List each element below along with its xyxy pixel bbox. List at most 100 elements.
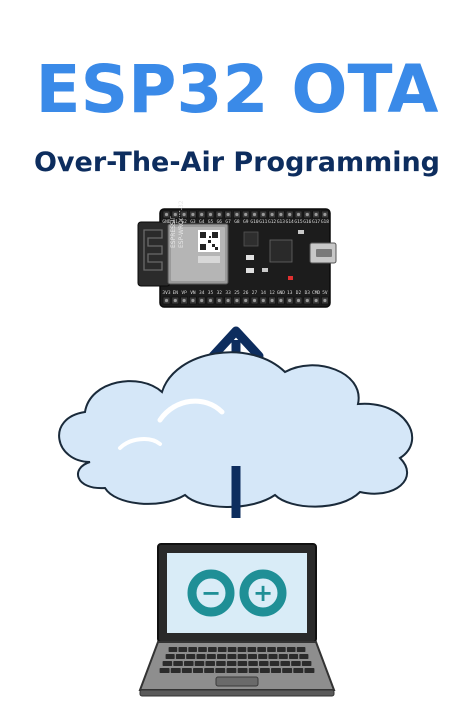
page-title: ESP32 OTA <box>35 51 439 128</box>
keyboard-key <box>301 661 312 666</box>
top-pin-label: G15 <box>294 219 302 225</box>
keyboard-key <box>259 668 270 673</box>
keyboard-key <box>193 668 203 673</box>
micro-usb-opening <box>316 249 332 257</box>
bottom-pin-hole <box>323 298 327 303</box>
bottom-pin-hole <box>305 298 309 303</box>
top-pin-hole <box>173 212 177 217</box>
bottom-pin-label: EN <box>173 290 179 296</box>
keyboard-key <box>186 654 196 659</box>
top-pin-label: G13 <box>277 219 285 225</box>
bottom-pin-hole <box>191 298 195 303</box>
keyboard-key <box>173 661 183 666</box>
keyboard-key <box>198 647 207 652</box>
arduino-plus-glyph: + <box>253 579 273 607</box>
keyboard-key <box>170 668 181 673</box>
bottom-pin-label: D3 <box>305 290 311 296</box>
bottom-pin-hole <box>252 298 257 303</box>
top-pin-label: G9 <box>243 219 249 225</box>
power-led <box>288 276 293 280</box>
keyboard-key <box>162 661 173 666</box>
keyboard-key <box>268 654 278 659</box>
top-pin-hole <box>164 212 169 217</box>
bottom-pin-hole <box>244 298 248 303</box>
top-pin-hole <box>200 212 204 217</box>
keyboard-key <box>269 661 280 666</box>
bottom-pin-hole <box>235 298 239 303</box>
top-pin-label: G5 <box>208 219 214 225</box>
keyboard-key <box>280 661 290 666</box>
usb-uart-chip <box>269 239 293 263</box>
keyboard-key <box>291 661 301 666</box>
keyboard-key <box>257 647 266 652</box>
top-pin-label: G18 <box>321 219 329 225</box>
top-pin-hole <box>244 212 248 217</box>
arduino-logo-icon: − + <box>187 569 287 617</box>
keyboard-key <box>226 661 237 666</box>
keyboard-key <box>299 654 309 659</box>
bottom-pin-hole <box>314 298 318 303</box>
keyboard-key <box>217 654 227 659</box>
bottom-pin-label: 13 <box>287 290 293 296</box>
keyboard-key <box>178 647 188 652</box>
top-pin-hole <box>226 212 230 217</box>
keyboard-key <box>282 668 293 673</box>
top-pin-label: G3 <box>190 219 196 225</box>
keyboard-key <box>293 668 304 673</box>
keyboard-key <box>237 668 248 673</box>
keyboard-key <box>206 654 216 659</box>
keyboard-key <box>247 654 257 659</box>
keyboard-key <box>168 647 178 652</box>
bottom-pin-hole <box>261 298 265 303</box>
keyboard-key <box>277 647 286 652</box>
keyboard-key <box>215 668 226 673</box>
keyboard-key <box>267 647 276 652</box>
keyboard-key <box>296 647 306 652</box>
keyboard-key <box>237 661 248 666</box>
top-pin-hole <box>288 212 292 217</box>
keyboard-key <box>159 668 170 673</box>
top-pin-hole <box>235 212 239 217</box>
regulator-chip <box>243 231 259 247</box>
laptop-icon: − + <box>138 543 336 697</box>
keyboard-key <box>227 647 237 652</box>
bottom-pin-hole <box>182 298 186 303</box>
top-pin-hole <box>191 212 195 217</box>
bottom-pin-hole <box>296 298 301 303</box>
bottom-pin-hole <box>208 298 213 303</box>
top-pin-hole <box>296 212 301 217</box>
bottom-pin-hole <box>270 298 274 303</box>
bottom-pin-header <box>162 296 329 305</box>
top-pin-hole <box>323 212 327 217</box>
bottom-pin-label: CMD <box>312 290 320 296</box>
bottom-pin-hole <box>226 298 230 303</box>
bottom-pin-hole <box>217 298 221 303</box>
top-pin-label: G8 <box>234 219 240 225</box>
keyboard-key <box>248 661 258 666</box>
bottom-pin-hole <box>288 298 292 303</box>
top-pin-label: GND <box>162 219 170 225</box>
keyboard-key <box>217 647 227 652</box>
keyboard-key <box>286 647 296 652</box>
keyboard-key <box>216 661 226 666</box>
keyboard-key <box>248 668 259 673</box>
bottom-pin-hole <box>164 298 169 303</box>
keyboard-key <box>188 647 197 652</box>
bottom-pin-label: VN <box>190 290 196 296</box>
smd-component-2 <box>298 230 304 234</box>
top-pin-hole <box>279 212 283 217</box>
arrow-up-icon <box>208 326 264 361</box>
top-pin-label: G11 <box>259 219 267 225</box>
keyboard-key <box>278 654 288 659</box>
top-pin-label: G6 <box>217 219 223 225</box>
bottom-pin-label: 33 <box>225 290 231 296</box>
top-pin-label: G1 <box>173 219 179 225</box>
top-pin-hole <box>261 212 265 217</box>
keyboard-key <box>237 647 247 652</box>
bottom-pin-label: 26 <box>243 290 249 296</box>
keyboard-key <box>237 654 247 659</box>
top-pin-hole <box>314 212 318 217</box>
